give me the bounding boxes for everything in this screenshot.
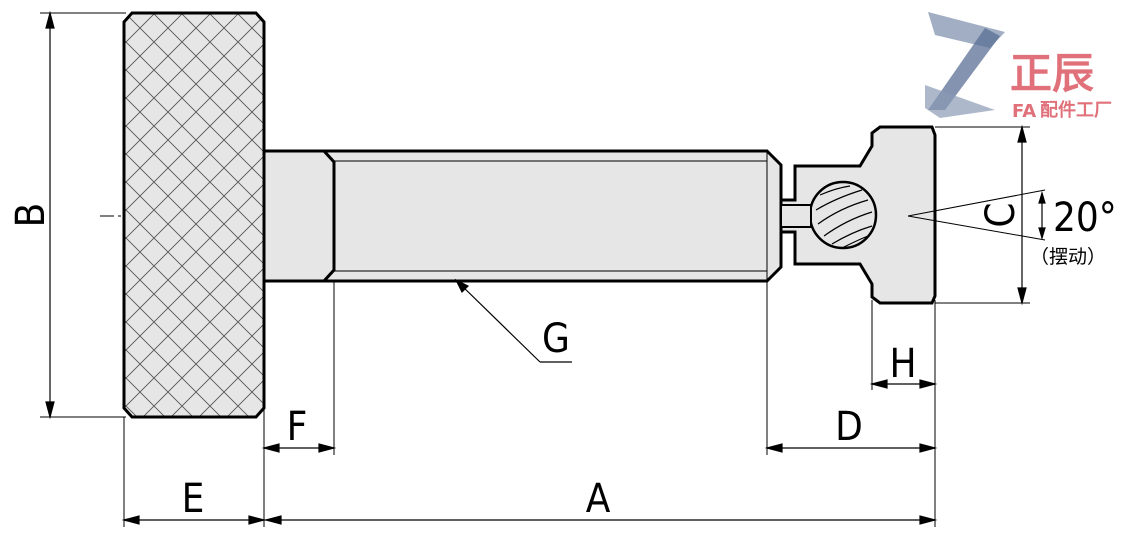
dim-label-b: B [8, 203, 54, 228]
dim-label-g: G [542, 316, 570, 362]
logo-prefix: FA [1012, 101, 1036, 122]
logo-big-text: 正辰 [1010, 49, 1094, 98]
dimension-lines [45, 10, 1046, 525]
logo-mark-bottom [925, 85, 995, 118]
swivel-neck [780, 204, 812, 228]
swing-angle-note: （摆动） [1030, 246, 1106, 268]
extension-lines [40, 12, 1030, 527]
logo-small-text: 配件工厂 [1040, 99, 1112, 121]
logo: 正辰 FA 配件工厂 [925, 12, 1112, 122]
swing-angle-lines [907, 189, 1046, 241]
dim-label-d: D [835, 404, 863, 450]
dim-label-a: A [586, 476, 611, 522]
g-leader [454, 278, 572, 363]
threaded-body [320, 149, 783, 283]
dim-label-f: F [287, 404, 308, 450]
logo-mark-diag [928, 28, 1000, 110]
knurled-head [122, 11, 266, 419]
swing-angle-value: 20° [1053, 195, 1117, 241]
shank [262, 149, 336, 283]
dim-label-h: H [889, 341, 916, 387]
dim-label-e: E [182, 476, 205, 522]
ball-thread-hatch [815, 185, 873, 249]
dim-label-c: C [978, 202, 1024, 227]
